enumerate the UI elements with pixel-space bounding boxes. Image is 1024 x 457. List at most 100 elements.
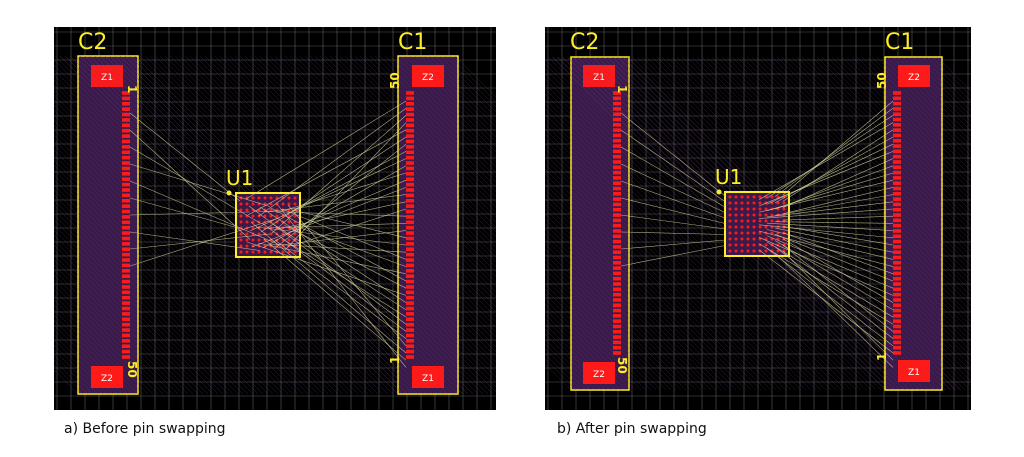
- pin: [893, 144, 901, 148]
- pin: [893, 149, 901, 154]
- pin: [613, 308, 621, 313]
- ratsnest-line: [620, 146, 726, 208]
- pin: [613, 239, 621, 244]
- ratsnest-line: [129, 112, 241, 202]
- ball: [770, 231, 774, 235]
- ball: [251, 202, 255, 206]
- pin: [613, 345, 621, 350]
- pin: [893, 207, 901, 212]
- ball: [287, 220, 291, 224]
- ratsnest-line: [129, 146, 261, 224]
- pin: [122, 274, 130, 278]
- pin: [893, 154, 901, 159]
- ratsnest-line: [129, 197, 241, 229]
- ratsnest-line: [257, 242, 407, 275]
- pin: [893, 223, 901, 228]
- pin: [406, 317, 414, 322]
- ratsnest-line: [620, 231, 726, 235]
- pin: [893, 192, 901, 196]
- pin: [613, 197, 621, 201]
- ratsnest-line: [766, 172, 894, 211]
- ball: [239, 232, 243, 236]
- pin-number-first: 50: [875, 72, 889, 89]
- ratsnest-line: [620, 129, 726, 202]
- pin: [406, 161, 414, 165]
- ratsnest-line: [774, 240, 894, 311]
- ratsnest-line: [276, 203, 407, 368]
- pin: [893, 234, 901, 239]
- pin: [613, 298, 621, 302]
- pin: [122, 236, 130, 241]
- pin: [122, 145, 130, 149]
- pin: [406, 128, 414, 133]
- pad-label: Z1: [422, 374, 434, 384]
- pin: [613, 340, 621, 345]
- ball: [245, 202, 249, 206]
- ratsnest-line: [288, 179, 407, 231]
- pin: [122, 101, 130, 106]
- ball: [764, 225, 768, 229]
- pin: [613, 271, 621, 276]
- ratsnest-line: [758, 243, 894, 325]
- ratsnest-line: [284, 122, 407, 251]
- pin: [122, 290, 130, 295]
- ratsnest-line: [782, 215, 894, 221]
- pin: [893, 123, 901, 127]
- ball: [734, 219, 738, 223]
- pin: [406, 312, 414, 316]
- ball: [245, 220, 249, 224]
- ball: [764, 219, 768, 223]
- ratsnest-line: [287, 204, 407, 346]
- ball: [776, 201, 780, 205]
- pin: [893, 298, 901, 302]
- pin: [613, 154, 621, 159]
- pin: [122, 322, 130, 327]
- ball: [245, 250, 249, 254]
- pin: [893, 271, 901, 276]
- pin: [613, 133, 621, 138]
- ball: [758, 225, 762, 229]
- ball: [776, 225, 780, 229]
- pad-z2: [898, 65, 930, 87]
- pin: [613, 202, 621, 207]
- pin: [613, 287, 621, 292]
- pin: [406, 301, 414, 305]
- ball: [752, 231, 756, 235]
- ball: [740, 201, 744, 205]
- ball: [281, 202, 285, 206]
- ball: [263, 214, 267, 218]
- ball: [752, 243, 756, 247]
- pin: [893, 282, 901, 286]
- pin: [406, 188, 414, 192]
- ratsnest-line: [766, 241, 894, 318]
- ratsnest-line: [274, 239, 407, 339]
- pin: [893, 260, 901, 265]
- pin: [406, 274, 414, 278]
- pin: [613, 260, 621, 265]
- pin: [406, 322, 414, 327]
- ball: [281, 250, 285, 254]
- pin: [122, 242, 130, 246]
- ratsnest-line: [294, 225, 407, 267]
- ball: [734, 195, 738, 199]
- pin: [406, 198, 414, 203]
- ratsnest-line: [620, 214, 726, 230]
- ball: [746, 237, 750, 241]
- ratsnest-line: [774, 165, 894, 210]
- pin: [122, 96, 130, 101]
- ratsnest-line: [766, 222, 894, 231]
- pin: [893, 202, 901, 207]
- ball: [245, 238, 249, 242]
- ratsnest-line: [275, 172, 407, 214]
- ball: [746, 243, 750, 247]
- pcb-view-after: Z1 Z2 1 50 C2 Z2 Z1 50 1 C1 U1: [545, 27, 971, 410]
- ball: [269, 208, 273, 212]
- ball: [728, 231, 732, 235]
- ratsnest-line: [774, 227, 894, 253]
- ratsnest-line: [766, 115, 894, 199]
- ratsnest-line: [261, 222, 407, 332]
- pin: [406, 242, 414, 246]
- pin: [613, 324, 621, 329]
- ratsnest-line: [774, 233, 894, 282]
- pin: [122, 188, 130, 192]
